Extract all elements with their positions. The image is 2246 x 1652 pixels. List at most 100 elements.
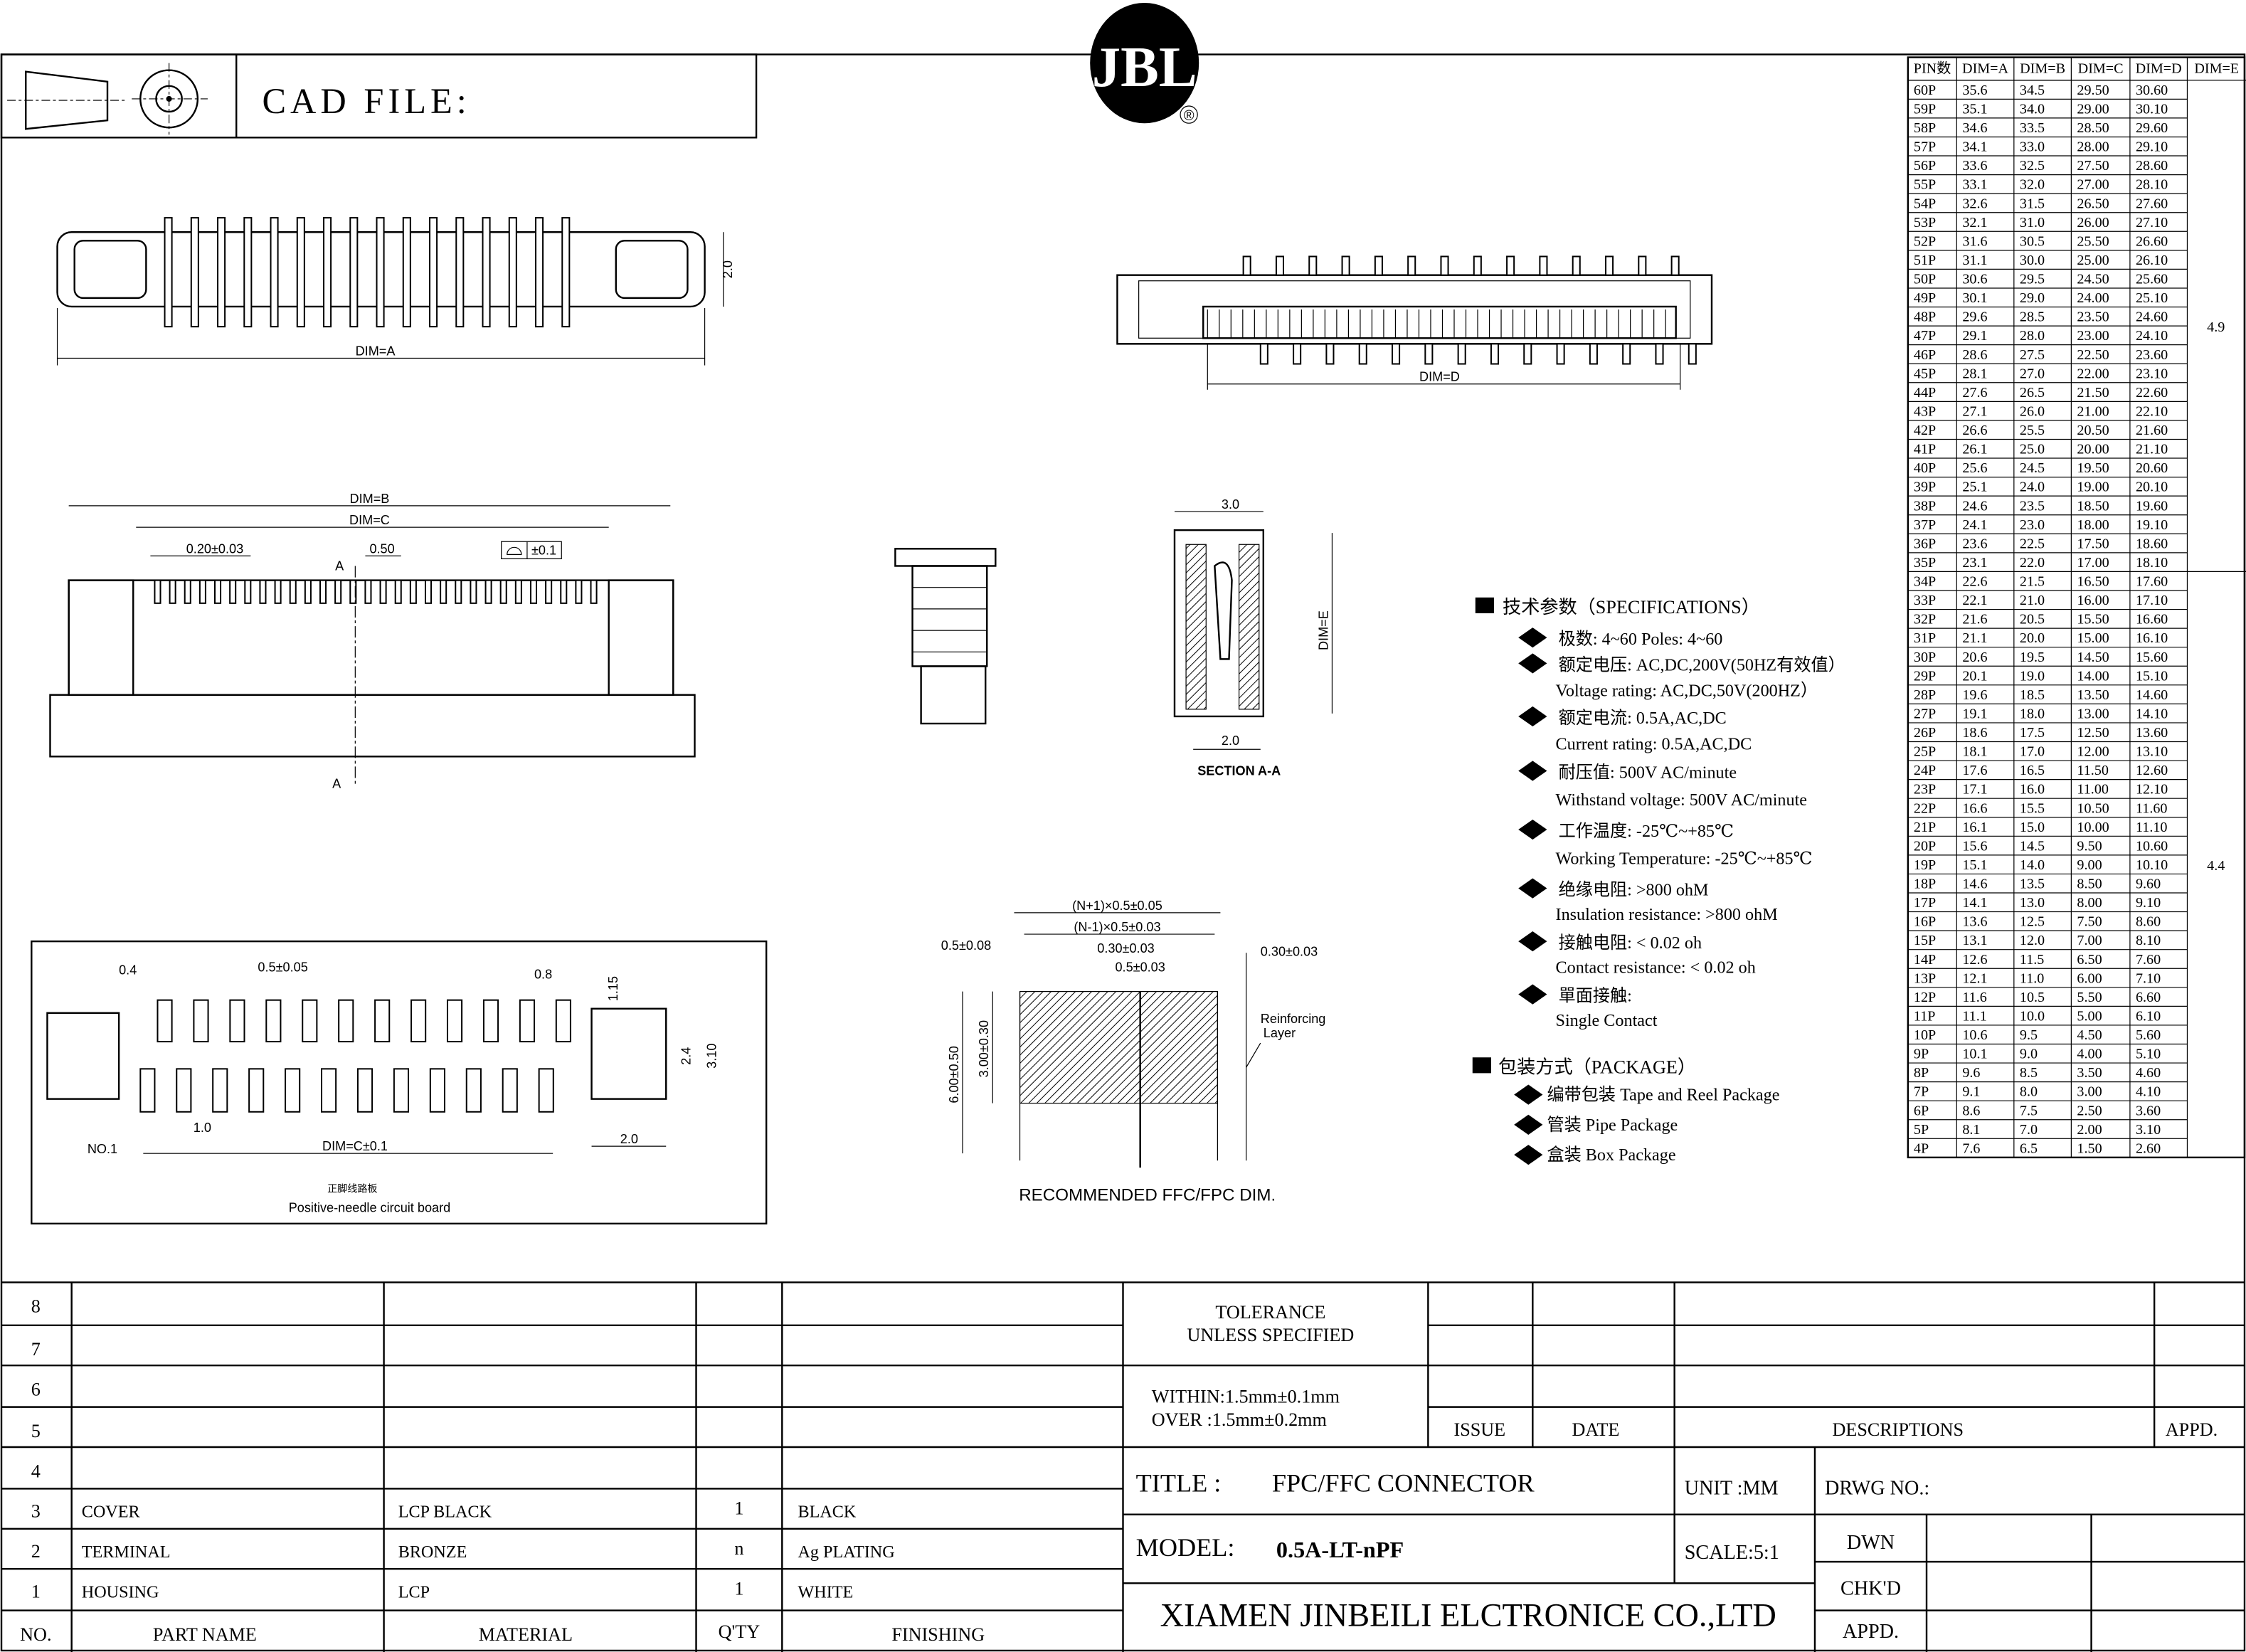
terminal-pin: [484, 579, 492, 604]
ffc-dim-0-5: 0.5±0.03: [1115, 960, 1165, 974]
dim-cell: 26.1: [1962, 442, 1987, 457]
dim-cell: 8.1: [1962, 1122, 1980, 1138]
dim-cell: 9.5: [2020, 1027, 2038, 1043]
dim-cell: 8.60: [2136, 914, 2161, 930]
dim-cell: 18.5: [2020, 687, 2045, 703]
diamond-bullet-icon: [1514, 1084, 1543, 1105]
dim-cell: 31.5: [2020, 196, 2045, 211]
terminal-pin: [429, 217, 438, 328]
pin-count-cell: 13P: [1914, 970, 1936, 986]
spec-item-en: Current rating: 0.5A,AC,DC: [1556, 734, 1752, 753]
dim-cell: 17.5: [2020, 725, 2045, 741]
terminal-pin: [323, 217, 332, 328]
pcb-pad: [374, 999, 391, 1043]
package-item: 盒装 Box Package: [1547, 1145, 1675, 1165]
terminal-pin: [296, 217, 305, 328]
diamond-bullet-icon: [1518, 761, 1547, 781]
pin-count-cell: 28P: [1914, 687, 1936, 703]
terminal-pin: [164, 217, 173, 328]
diamond-bullet-icon: [1514, 1145, 1543, 1165]
dim-cell: 11.1: [1962, 1009, 1986, 1024]
pin-count-cell: 50P: [1914, 272, 1936, 287]
dim-cell: 9.6: [1962, 1065, 1980, 1081]
dim-cell: 24.60: [2136, 309, 2168, 325]
diamond-bullet-icon: [1518, 931, 1547, 952]
dim-cell: 13.1: [1962, 933, 1987, 948]
company-name: XIAMEN JINBEILI ELCTRONICE CO.,LTD: [1160, 1598, 1776, 1634]
pin-count-cell: 5P: [1914, 1122, 1929, 1138]
dim-cell: 29.50: [2077, 83, 2109, 98]
bom-row-number: 7: [31, 1339, 41, 1360]
bom-material: LCP BLACK: [398, 1503, 492, 1522]
pcb-pad: [356, 1068, 374, 1113]
tolerance-within: WITHIN:1.5mm±0.1mm: [1152, 1387, 1340, 1407]
terminal-pin: [304, 579, 312, 604]
terminal-pin: [1392, 343, 1401, 365]
table-header: DIM=A: [1962, 61, 2008, 77]
dim-cell: 11.60: [2136, 800, 2168, 816]
dim-cell: 3.50: [2077, 1065, 2102, 1081]
title-block: TOLERANCE UNLESS SPECIFIED WITHIN:1.5mm±…: [1123, 1282, 2245, 1652]
dim-cell: 17.10: [2136, 593, 2168, 608]
terminal-pin: [1358, 343, 1367, 365]
dim-cell: 20.0: [2020, 630, 2045, 646]
pcb-pad: [157, 999, 173, 1043]
ffc-caption: RECOMMENDED FFC/FPC DIM.: [1019, 1186, 1276, 1205]
dim-cell: 3.00: [2077, 1084, 2102, 1100]
dim-c-label: DIM=C: [349, 513, 390, 527]
pcb-pad: [265, 999, 282, 1043]
pin-count-cell: 49P: [1914, 290, 1936, 306]
dim-cell: 30.10: [2136, 101, 2168, 117]
terminal-pin: [1325, 343, 1335, 365]
dim-cell: 9.00: [2077, 857, 2102, 873]
pin-count-cell: 18P: [1914, 877, 1936, 892]
terminal-pin: [545, 579, 553, 604]
dim-cell: 2.00: [2077, 1122, 2102, 1138]
dim-cell: 10.5: [2020, 990, 2045, 1005]
bom-part-name: HOUSING: [82, 1582, 159, 1601]
dim-cell: 24.00: [2077, 290, 2109, 306]
terminal-pin: [1457, 343, 1466, 365]
pin-count-cell: 47P: [1914, 328, 1936, 344]
terminal-pin: [364, 579, 372, 604]
dim-cell: 27.00: [2077, 177, 2109, 193]
dim-cell: 29.5: [2020, 272, 2045, 287]
terminal-pin: [1589, 343, 1598, 365]
appd-header: APPD.: [2166, 1419, 2218, 1440]
dim-cell: 16.0: [2020, 782, 2045, 798]
pcb-dim-0-8: 0.8: [534, 967, 552, 981]
pin-count-cell: 20P: [1914, 838, 1936, 854]
pin-count-cell: 42P: [1914, 423, 1936, 438]
pcb-pad: [538, 1068, 554, 1113]
bom-row-number: 4: [31, 1461, 41, 1481]
terminal-pin: [229, 579, 237, 604]
pcb-pad: [410, 999, 427, 1043]
pcb-pad: [555, 999, 571, 1043]
dim-cell: 21.00: [2077, 403, 2109, 419]
section-mark-top: A: [335, 559, 344, 573]
terminal-pin: [1506, 255, 1515, 276]
dim-cell: 17.6: [1962, 763, 1987, 778]
dim-cell: 34.5: [2020, 83, 2045, 98]
dim-cell: 11.10: [2136, 820, 2168, 835]
dim-cell: 24.50: [2077, 272, 2109, 287]
dim-cell: 30.1: [1962, 290, 1987, 306]
terminal-pin: [560, 579, 568, 604]
pcb-pad: [229, 999, 245, 1043]
dim-cell: 26.0: [2020, 403, 2045, 419]
spec-item-en: Single Contact: [1556, 1011, 1658, 1030]
pcb-pad: [393, 1068, 410, 1113]
dim-d-label: DIM=D: [1419, 370, 1460, 384]
pin-count-cell: 44P: [1914, 385, 1936, 401]
dim-cell: 3.10: [2136, 1122, 2161, 1138]
logo-text: JBL: [1092, 36, 1197, 99]
dim-cell: 29.0: [2020, 290, 2045, 306]
